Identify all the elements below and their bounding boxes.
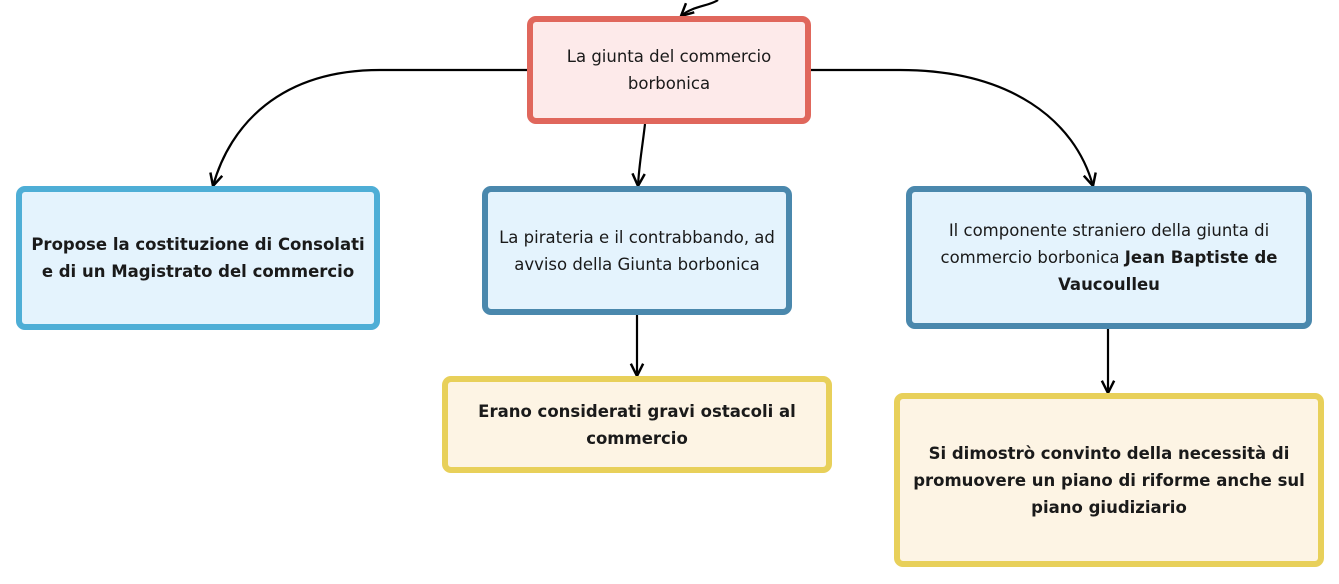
connector-root-to-middle: [638, 123, 647, 186]
node-middle[interactable]: La pirateria e il contrabbando, ad avvis…: [482, 186, 792, 315]
node-right-label: Il componente straniero della giunta di …: [934, 217, 1284, 298]
node-left[interactable]: Propose la costituzione di Consolati e d…: [16, 186, 380, 330]
node-middle-label: La pirateria e il contrabbando, ad avvis…: [499, 227, 775, 274]
node-middle-child-label: Erano considerati gravi ostacoli al comm…: [478, 401, 796, 448]
connector-root-to-right: [811, 68, 1093, 186]
node-left-label: Propose la costituzione di Consolati e d…: [31, 235, 365, 281]
node-root[interactable]: La giunta del commercio borbonica: [527, 16, 811, 124]
connector-root-to-left: [213, 68, 527, 186]
connector-incoming-top: [681, 0, 719, 16]
node-right[interactable]: Il componente straniero della giunta di …: [906, 186, 1312, 329]
node-right-label-name: Jean Baptiste de Vaucoulleu: [1058, 248, 1278, 294]
node-middle-child[interactable]: Erano considerati gravi ostacoli al comm…: [442, 376, 832, 473]
node-right-child[interactable]: Si dimostrò convinto della necessità di …: [894, 393, 1324, 567]
node-right-label-prefix: Il componente straniero della giunta di …: [940, 221, 1270, 267]
node-root-label: La giunta del commercio borbonica: [566, 47, 772, 93]
node-right-child-label: Si dimostrò convinto della necessità di …: [913, 443, 1305, 517]
